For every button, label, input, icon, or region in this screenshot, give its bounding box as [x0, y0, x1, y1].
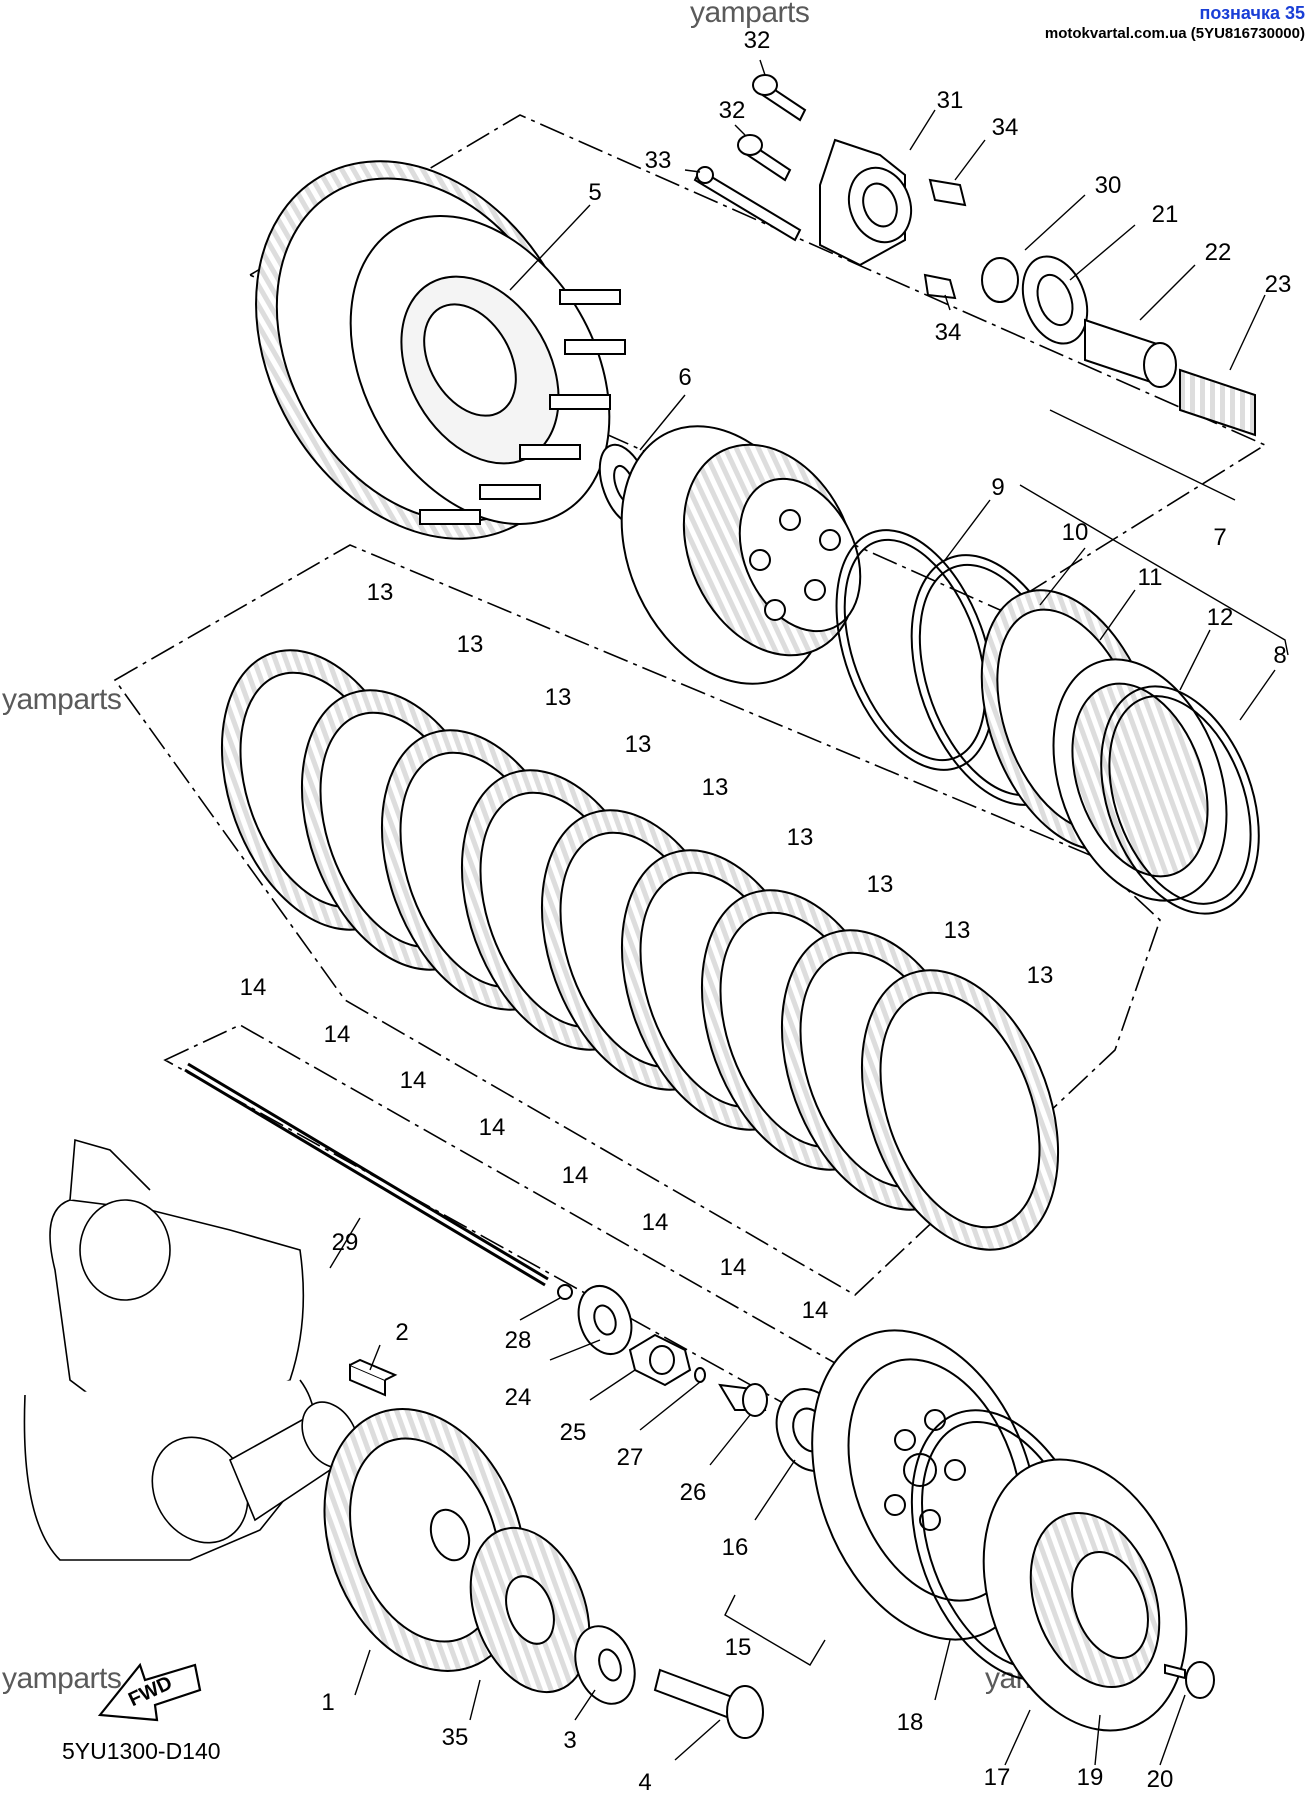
callout-13a: 13	[367, 579, 394, 606]
bracket-lines	[724, 484, 1289, 1666]
callout-7: 7	[1213, 524, 1226, 551]
watermark-top: yamparts	[690, 0, 810, 29]
watermark-bottom-left: yamparts	[2, 1662, 122, 1695]
callout-1: 1	[321, 1689, 334, 1716]
callout-9: 9	[991, 474, 1004, 501]
spring-plate-17	[982, 1458, 1188, 1732]
callout-13c: 13	[545, 684, 572, 711]
callout-32a: 32	[744, 27, 771, 54]
callout-12: 12	[1207, 604, 1234, 631]
callout-13i: 13	[1027, 962, 1054, 989]
clutch-housing	[255, 160, 626, 540]
callout-25: 25	[560, 1419, 587, 1446]
callout-34b: 34	[935, 319, 962, 346]
pressure-plate-15	[811, 1329, 1039, 1641]
callout-24: 24	[505, 1384, 532, 1411]
gear-35	[469, 1526, 591, 1694]
callout-14a: 14	[240, 974, 267, 1001]
callout-10: 10	[1062, 519, 1089, 546]
bolt-20	[1164, 1661, 1215, 1699]
release-mechanism	[693, 74, 1256, 437]
callout-14f: 14	[642, 1209, 669, 1236]
callout-13e: 13	[702, 774, 729, 801]
callout-14c: 14	[400, 1067, 427, 1094]
callout-20: 20	[1147, 1766, 1174, 1793]
plate-stack	[220, 649, 1060, 1251]
callout-22: 22	[1205, 239, 1232, 266]
callout-15: 15	[725, 1634, 752, 1661]
callout-6: 6	[678, 364, 691, 391]
source-reference: motokvartal.com.ua (5YU816730000)	[1044, 24, 1305, 42]
callout-35: 35	[442, 1724, 469, 1751]
callout-13f: 13	[787, 824, 814, 851]
callout-27: 27	[617, 1444, 644, 1471]
callout-17: 17	[984, 1764, 1011, 1791]
push-rod-29	[184, 1062, 549, 1287]
bolt-4	[653, 1668, 764, 1739]
callout-8: 8	[1273, 642, 1286, 669]
watermark-left: yamparts	[2, 683, 122, 716]
source-header: позначка 35 motokvartal.com.ua (5YU81673…	[1045, 2, 1305, 43]
callout-5: 5	[588, 179, 601, 206]
callout-34a: 34	[992, 114, 1019, 141]
callout-13h: 13	[944, 917, 971, 944]
plates-12-8	[1052, 658, 1260, 915]
washer-3	[574, 1625, 636, 1705]
callout-11: 11	[1138, 564, 1163, 591]
callout-18: 18	[897, 1709, 924, 1736]
callout-3: 3	[563, 1727, 576, 1754]
callout-4: 4	[638, 1769, 651, 1796]
callout-14d: 14	[479, 1114, 506, 1141]
callout-21: 21	[1152, 201, 1179, 228]
callout-14e: 14	[562, 1162, 589, 1189]
reference-label: позначка 35	[1199, 3, 1305, 23]
engine-case	[23, 1138, 359, 1561]
callout-23: 23	[1265, 271, 1292, 298]
leader-lines	[329, 59, 1276, 1766]
forward-arrow-icon: FWD	[97, 1662, 202, 1722]
callout-2: 2	[395, 1319, 408, 1346]
callout-30: 30	[1095, 172, 1122, 199]
callout-19: 19	[1077, 1764, 1104, 1791]
callout-13b: 13	[457, 631, 484, 658]
callout-26: 26	[680, 1479, 707, 1506]
callout-32b: 32	[719, 97, 746, 124]
callout-14h: 14	[802, 1297, 829, 1324]
callout-13d: 13	[625, 731, 652, 758]
callout-14b: 14	[324, 1021, 351, 1048]
clutch-boss	[620, 425, 862, 685]
callout-14g: 14	[720, 1254, 747, 1281]
callout-28: 28	[505, 1327, 532, 1354]
callout-16: 16	[722, 1534, 749, 1561]
callout-31: 31	[937, 87, 964, 114]
callout-29: 29	[332, 1229, 359, 1256]
diagram-code: 5YU1300-D140	[62, 1738, 221, 1764]
callout-33: 33	[645, 147, 672, 174]
key-2	[349, 1358, 398, 1397]
callout-13g: 13	[867, 871, 894, 898]
